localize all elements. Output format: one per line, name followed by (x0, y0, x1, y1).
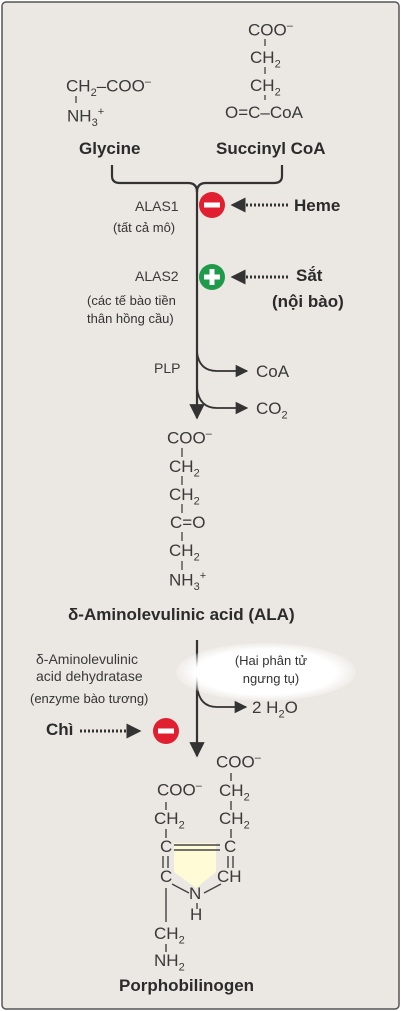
condensation-highlight (176, 643, 356, 701)
ala-carbonyl: C=O (170, 513, 206, 532)
pbg-coo-left: COO– (157, 780, 202, 800)
alas2-note-line1: (các tế bào tiền (87, 293, 176, 308)
minus-circle-icon-bar (204, 202, 220, 208)
iron-label-line2: (nội bào) (272, 292, 344, 311)
pbg-name: Porphobilinogen (119, 976, 255, 995)
succinyl-ch2-a: CH2 (250, 48, 281, 71)
ala-ch2-1: CH2 (169, 457, 200, 480)
co2-product: CO2 (256, 399, 288, 422)
glycine-connector (110, 165, 199, 193)
ala-ch2-2: CH2 (169, 485, 200, 508)
pbg-ring-c-left: C (160, 837, 173, 856)
heme-label: Heme (294, 196, 341, 215)
ala-name: δ-Aminolevulinic acid (ALA) (68, 605, 295, 624)
coa-product: CoA (256, 362, 290, 381)
alas1-name: ALAS1 (135, 198, 179, 214)
pbg-ch2-bottom: CH2 (154, 924, 185, 947)
succinyl-connector (195, 165, 284, 193)
dehydratase-line2: acid dehydratase (36, 668, 143, 684)
glycine-nh3: NH3+ (67, 106, 105, 130)
succinyl-ch2-b: CH2 (250, 76, 281, 99)
alas2-name: ALAS2 (135, 268, 179, 284)
co2-branch-arrow (196, 387, 249, 415)
pbg-ch2-left: CH2 (154, 809, 185, 832)
pbg-ch2-right-2: CH2 (219, 809, 250, 832)
pbg-ch2-right-1: CH2 (219, 781, 250, 804)
succinyl-coa-label: Succinyl CoA (216, 139, 326, 158)
ala-nh3: NH3+ (169, 570, 207, 594)
pbg-ring-c-bottom: C (160, 867, 173, 886)
glycine-ch2-coo: CH2–COO– (66, 76, 151, 100)
ala-coo: COO– (167, 428, 212, 448)
condensation-note-line2: ngưng tụ) (242, 671, 300, 686)
succinyl-coa-line: O=C–CoA (225, 103, 303, 122)
substrate-bonds (75, 39, 266, 103)
pbg-coo-right: COO– (216, 752, 261, 772)
pbg-ring-ch: CH (217, 867, 242, 886)
plp-label: PLP (154, 360, 181, 376)
dehydratase-note: (enzyme bào tương) (30, 691, 149, 706)
plus-circle-icon-vbar (209, 269, 215, 285)
condensation-note-line1: (Hai phân tử (234, 653, 308, 668)
pbg-nh2: NH2 (154, 951, 185, 974)
pbg-ring-fill (174, 843, 216, 888)
coa-branch-arrow (196, 351, 249, 378)
ala-ch2-3: CH2 (169, 541, 200, 564)
pbg-ring-c-right: C (224, 837, 237, 856)
pbg-ring-n: N (189, 884, 202, 903)
lead-label: Chì (46, 720, 74, 739)
pbg-bonds (162, 773, 234, 952)
iron-label-line1: Sắt (296, 266, 323, 285)
dehydratase-line1: δ-Aminolevulinic (36, 651, 138, 667)
succinyl-coo: COO– (248, 20, 293, 40)
water-product: 2 H2O (252, 698, 298, 721)
pbg-ring-h: H (190, 905, 203, 924)
glycine-label: Glycine (79, 139, 141, 158)
alas1-note: (tất cả mô) (113, 220, 176, 235)
minus-circle-icon-bar (158, 728, 174, 734)
alas2-note-line2: thân hồng cầu) (87, 311, 174, 326)
